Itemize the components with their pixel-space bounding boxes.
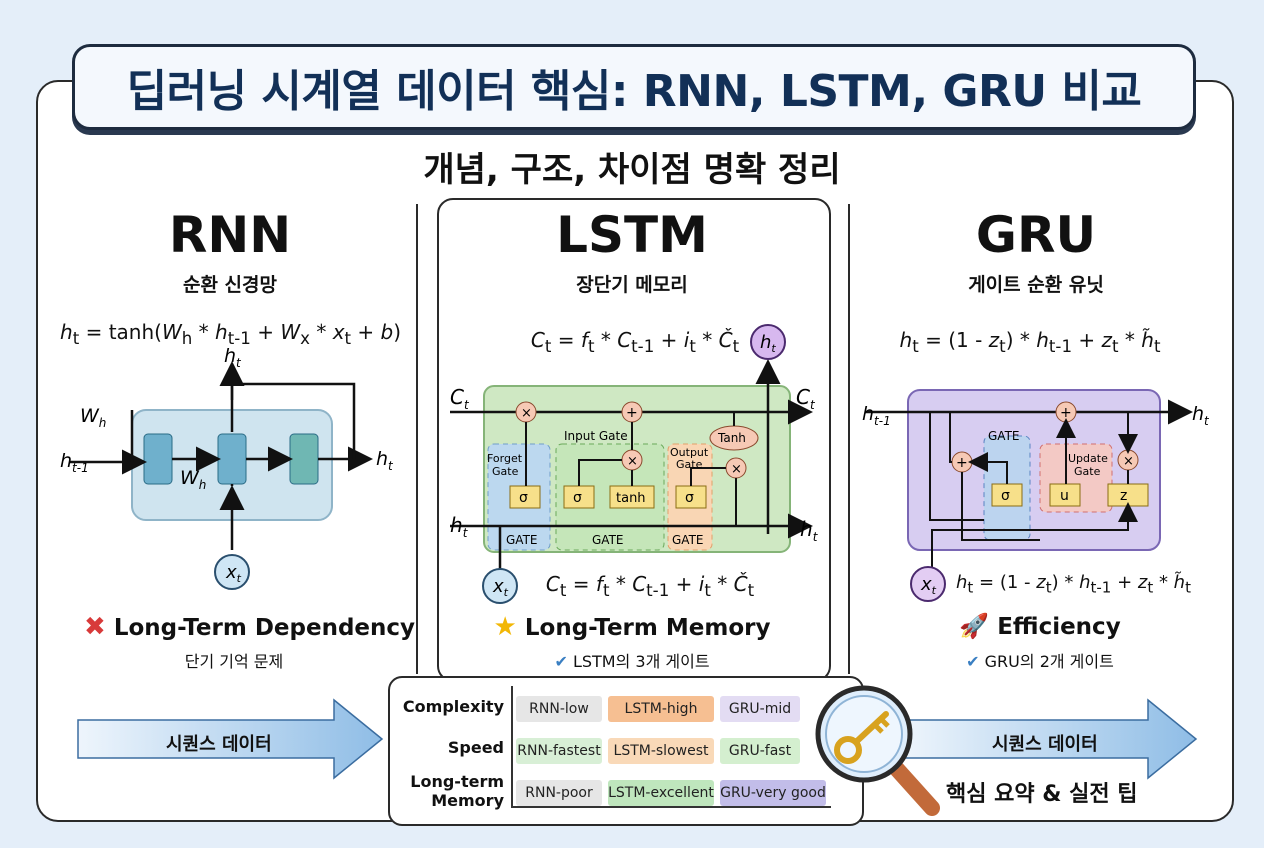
- rnn-title: RNN: [168, 206, 292, 264]
- cell-lstm-speed: LSTM-slowest: [608, 738, 714, 764]
- rnn-diagram: xt Wh Wh ht-1 ht ht: [60, 345, 394, 590]
- lstm-title: LSTM: [556, 206, 708, 264]
- left-arrow-label: 시퀀스 데이터: [166, 734, 272, 755]
- times-symbol: ×: [1123, 454, 1134, 469]
- table-axis-vertical: [511, 686, 513, 808]
- tanh-label: tanh: [616, 491, 646, 506]
- plus-symbol: +: [956, 455, 968, 471]
- rocket-icon: 🚀: [959, 612, 990, 640]
- right-arrow-label: 시퀀스 데이터: [992, 734, 1098, 755]
- lstm-c-in-label: Ct: [450, 385, 470, 412]
- rnn-hout-top-label: ht: [224, 345, 242, 370]
- lstm-feature: ★ Long-Term Memory: [493, 612, 771, 642]
- gru-input-node: [910, 566, 946, 602]
- lstm-formula-bottom: Ct = ft * Ct-1 + it * Čt: [545, 572, 755, 600]
- gru-feature: 🚀 Efficiency: [959, 612, 1121, 640]
- cell-rnn-memory: RNN-poor: [516, 780, 602, 806]
- sequence-arrow-right: [901, 698, 1198, 780]
- tanh-node-label: Tanh: [717, 431, 746, 445]
- cell-rnn-speed: RNN-fastest: [516, 738, 602, 764]
- plus-symbol: +: [626, 405, 638, 421]
- cell-gru-complexity: GRU-mid: [720, 696, 800, 722]
- lstm-x-label: xt: [492, 576, 509, 599]
- gru-cell: [907, 389, 1161, 551]
- lstm-input-node: [482, 568, 518, 604]
- row-label-speed: Speed: [447, 738, 504, 757]
- page-title: 딥러닝 시계열 데이터 핵심: RNN, LSTM, GRU 비교: [72, 44, 1196, 130]
- gru-z-box: [1107, 483, 1149, 507]
- lstm-h-out-label: ht: [800, 517, 819, 544]
- z-label: z: [1120, 488, 1127, 504]
- check-icon: ✔: [554, 652, 568, 671]
- times-symbol: ×: [731, 462, 742, 477]
- gru-h-out-label: ht: [1192, 403, 1210, 428]
- times-symbol: ×: [521, 406, 532, 421]
- sigma-label: σ: [1001, 488, 1010, 504]
- gate-label: GATE: [506, 533, 538, 547]
- rnn-x-label: xt: [225, 562, 242, 585]
- rnn-state-block: [289, 433, 319, 485]
- sequence-arrow-left: [77, 698, 384, 780]
- cell-lstm-memory: LSTM-excellent: [608, 780, 714, 806]
- separator-left: [416, 204, 418, 674]
- u-label: u: [1060, 488, 1069, 504]
- gru-formula-bottom: ht = (1 - zt) * ht-1 + zt * h̃t: [956, 572, 1191, 597]
- gru-formula: ht = (1 - zt) * ht-1 + zt * h̃t: [899, 328, 1161, 356]
- gru-x-label: xt: [920, 574, 937, 597]
- lstm-formula: Ct = ft * Ct-1 + it * Čt: [530, 328, 740, 356]
- gate-label: GATE: [672, 533, 704, 547]
- magnifier-key-icon: [815, 685, 940, 816]
- summary-tip: 핵심 요약 & 실전 팁: [946, 782, 1138, 807]
- gru-subtitle: 게이트 순환 유닛: [968, 274, 1104, 296]
- times-symbol: ×: [627, 454, 638, 469]
- lstm-h-node-label: ht: [760, 332, 776, 355]
- check-icon: ✔: [966, 652, 980, 671]
- gru-h-in-label: ht-1: [862, 403, 891, 428]
- rnn-feature: ✖ Long-Term Dependency: [84, 612, 416, 642]
- lstm-h-in-label: ht: [450, 513, 469, 540]
- gru-title: GRU: [975, 206, 1097, 264]
- lstm-feature-note: ✔ LSTM의 3개 게이트: [554, 652, 710, 671]
- gate-label: GATE: [592, 533, 624, 547]
- gru-gate-label: GATE: [988, 429, 1020, 443]
- rnn-subtitle: 순환 신경망: [182, 274, 277, 296]
- rnn-input-node: [214, 554, 250, 590]
- lstm-c-out-label: Ct: [796, 385, 816, 412]
- cell-lstm-complexity: LSTM-high: [608, 696, 714, 722]
- star-icon: ★: [493, 612, 517, 642]
- rnn-hout-right-label: ht: [376, 448, 394, 473]
- input-gate-label: Input Gate: [564, 429, 628, 443]
- lstm-h-node: [750, 324, 786, 360]
- lstm-subtitle: 장단기 메모리: [576, 274, 688, 296]
- cell-gru-speed: GRU-fast: [720, 738, 800, 764]
- rnn-state-block: [143, 433, 173, 485]
- separator-right: [848, 204, 850, 674]
- rnn-hprev-label: ht-1: [60, 450, 89, 475]
- row-label-complexity: Complexity: [402, 697, 504, 716]
- plus-symbol: +: [1060, 405, 1072, 421]
- rnn-wh-label: Wh: [80, 405, 106, 430]
- rnn-state-block: [217, 433, 247, 485]
- sigma-label: σ: [685, 490, 694, 506]
- page-subtitle: 개념, 구조, 차이점 명확 정리: [423, 150, 841, 190]
- rnn-wh-label-mid: Wh: [180, 467, 206, 492]
- table-axis-horizontal: [511, 806, 831, 808]
- rnn-formula: ht = tanh(Wh * ht-1 + Wx * xt + b): [60, 320, 402, 348]
- rnn-feature-note: 단기 기억 문제: [184, 652, 284, 671]
- cell-gru-memory: GRU-very good: [720, 780, 826, 806]
- cross-icon: ✖: [84, 612, 106, 642]
- cell-rnn-complexity: RNN-low: [516, 696, 602, 722]
- gru-feature-note: ✔ GRU의 2개 게이트: [966, 652, 1114, 671]
- sigma-label: σ: [519, 490, 528, 506]
- sigma-label: σ: [573, 490, 582, 506]
